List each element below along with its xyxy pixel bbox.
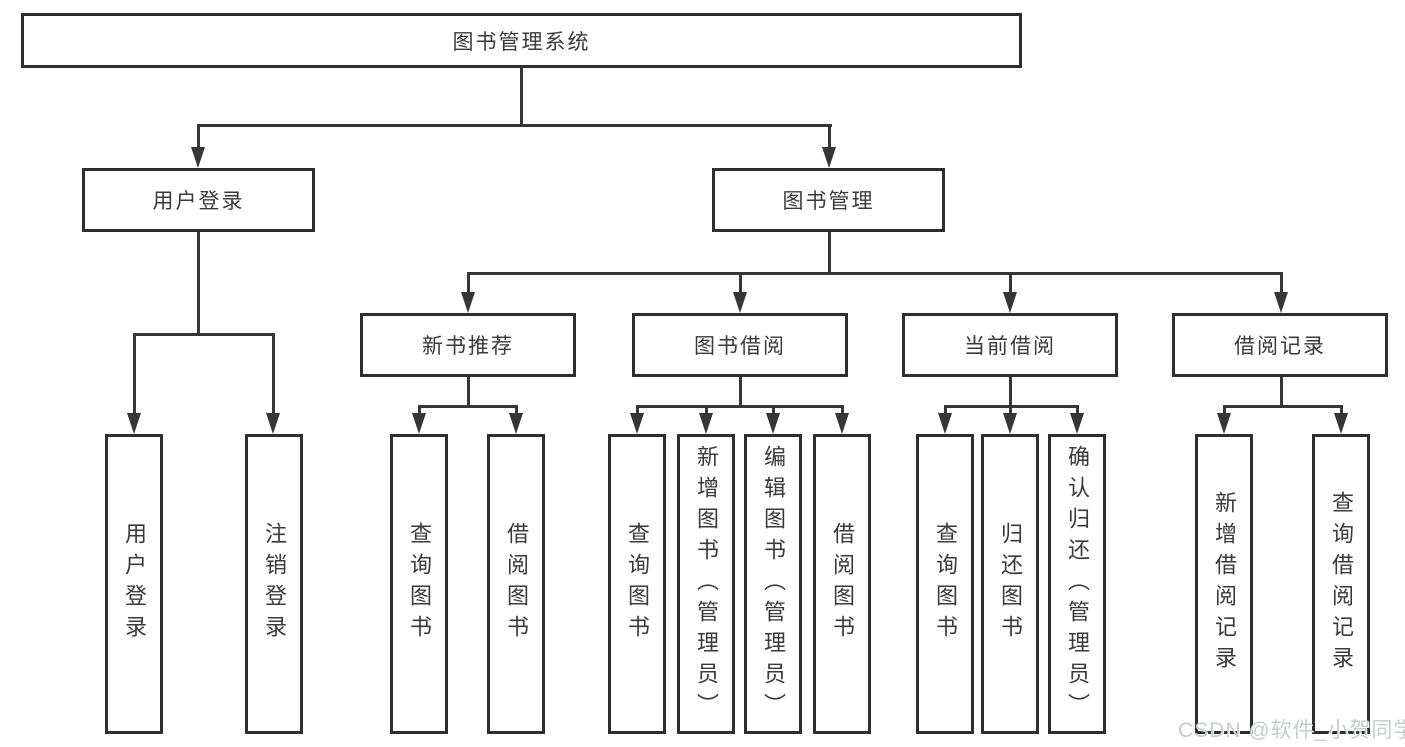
connector-line — [467, 272, 470, 294]
arrow-down-icon — [1217, 413, 1231, 434]
leaf-current-confirm-return-admin: 确认归还（管理员） — [1048, 434, 1106, 734]
leaf-current-return-books: 归还图书 — [981, 434, 1039, 734]
node-borrow-records: 借阅记录 — [1172, 313, 1388, 377]
leaf-newbook-query-books: 查询图书 — [390, 434, 448, 734]
connector-line — [636, 405, 639, 416]
leaf-current-query-books: 查询图书 — [916, 434, 974, 734]
arrow-down-icon — [266, 413, 280, 434]
connector-line — [272, 333, 275, 415]
connector-line — [133, 333, 136, 415]
connector-line — [1009, 377, 1012, 408]
connector-line — [1223, 405, 1226, 416]
leaf-borrow-query-books: 查询图书 — [608, 434, 666, 734]
leaf-user-login: 用户登录 — [105, 434, 163, 734]
connector-line — [418, 405, 421, 416]
connector-line — [467, 377, 470, 408]
watermark: CSDN @软件_小贺同学 — [1178, 719, 1405, 742]
connector-line — [1076, 405, 1079, 416]
connector-line — [197, 124, 832, 127]
connector-line — [944, 405, 947, 416]
arrow-down-icon — [1070, 413, 1084, 434]
connector-line — [1009, 272, 1012, 294]
arrow-down-icon — [699, 413, 713, 434]
node-book-management: 图书管理 — [712, 168, 945, 232]
connector-line — [1280, 272, 1283, 294]
leaf-borrow-add-books-admin: 新增图书（管理员） — [677, 434, 735, 734]
connector-line — [1223, 405, 1343, 408]
arrow-down-icon — [509, 413, 523, 434]
leaf-borrow-edit-books-admin: 编辑图书（管理员） — [744, 434, 802, 734]
connector-line — [705, 405, 708, 416]
node-root: 图书管理系统 — [21, 13, 1022, 68]
connector-line — [1340, 405, 1343, 416]
arrow-down-icon — [1003, 292, 1017, 313]
arrow-down-icon — [461, 292, 475, 313]
connector-line — [739, 377, 742, 408]
arrow-down-icon — [127, 413, 141, 434]
connector-line — [197, 124, 200, 150]
connector-line — [1009, 405, 1012, 416]
arrow-down-icon — [630, 413, 644, 434]
leaf-borrow-borrow-books: 借阅图书 — [813, 434, 871, 734]
arrow-down-icon — [1334, 413, 1348, 434]
arrow-down-icon — [191, 147, 205, 168]
arrow-down-icon — [1274, 292, 1288, 313]
connector-line — [739, 272, 742, 294]
leaf-records-add-record: 新增借阅记录 — [1195, 434, 1253, 734]
node-book-borrow: 图书借阅 — [632, 313, 848, 377]
leaf-records-query-record: 查询借阅记录 — [1312, 434, 1370, 734]
connector-line — [520, 68, 523, 126]
connector-line — [828, 232, 831, 274]
arrow-down-icon — [766, 413, 780, 434]
connector-line — [467, 272, 1283, 275]
leaf-logout: 注销登录 — [245, 434, 303, 734]
arrow-down-icon — [1003, 413, 1017, 434]
connector-line — [197, 232, 200, 336]
connector-line — [515, 405, 518, 416]
arrow-down-icon — [938, 413, 952, 434]
arrow-down-icon — [835, 413, 849, 434]
node-new-book-recommend: 新书推荐 — [360, 313, 576, 377]
arrow-down-icon — [733, 292, 747, 313]
connector-line — [133, 333, 275, 336]
connector-line — [1280, 377, 1283, 408]
connector-line — [772, 405, 775, 416]
leaf-newbook-borrow-books: 借阅图书 — [487, 434, 545, 734]
node-current-borrow: 当前借阅 — [902, 313, 1118, 377]
node-user-login: 用户登录 — [82, 168, 315, 232]
arrow-down-icon — [412, 413, 426, 434]
connector-line — [841, 405, 844, 416]
connector-line — [636, 405, 844, 408]
connector-line — [418, 405, 518, 408]
connector-line — [828, 124, 831, 150]
arrow-down-icon — [822, 147, 836, 168]
